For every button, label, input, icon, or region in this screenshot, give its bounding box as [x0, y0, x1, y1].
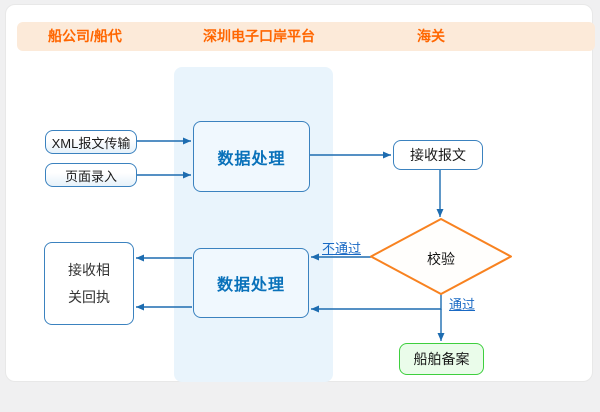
- node-data-process-top: 数据处理: [193, 121, 310, 192]
- edge-label-pass: 通过: [449, 297, 476, 312]
- node-xml-message-transfer: XML报文传输: [45, 130, 137, 154]
- platform-lane-background: [174, 67, 333, 382]
- node-page-entry: 页面录入: [45, 163, 137, 187]
- lane-title-platform: 深圳电子口岸平台: [203, 28, 315, 44]
- edge-label-fail: 不通过: [322, 241, 362, 256]
- node-receive-receipt: 接收相 关回执: [44, 242, 134, 325]
- node-ship-filing: 船舶备案: [399, 343, 484, 375]
- connector-layer: [136, 137, 512, 341]
- node-receive-message: 接收报文: [393, 140, 483, 170]
- receipt-line-2: 关回执: [68, 288, 110, 305]
- diagram-card: 船公司/船代 深圳电子口岸平台 海关: [5, 4, 595, 382]
- swimlane-header: 船公司/船代 深圳电子口岸平台 海关: [17, 22, 595, 51]
- lane-title-customs: 海关: [417, 28, 445, 44]
- receipt-line-1: 接收相: [68, 261, 110, 278]
- node-data-process-bottom: 数据处理: [193, 248, 309, 318]
- validation-label: 校验: [427, 251, 455, 267]
- edge-validate-pass-to-process: [311, 294, 442, 313]
- lane-title-shipping-company: 船公司/船代: [48, 28, 122, 44]
- validation-diamond-shape: [370, 218, 512, 295]
